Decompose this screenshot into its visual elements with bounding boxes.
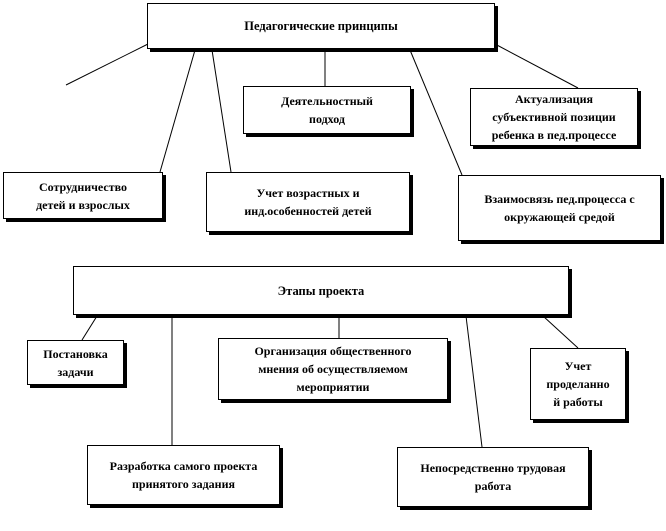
connector-task <box>81 315 98 341</box>
project-development-label: Разработка самого проекта принятого зада… <box>109 459 258 491</box>
age-features-label: Учет возрастных и инд.особенностей детей <box>244 186 372 218</box>
age-features-box: Учет возрастных и инд.особенностей детей <box>206 172 410 232</box>
principles-root-box: Педагогические принципы <box>147 3 495 49</box>
project-stages-root-box: Этапы проекта <box>73 266 569 315</box>
cooperation-label: Сотрудничество детей и взрослых <box>36 179 130 212</box>
task-setting-label: Постановка задачи <box>43 346 108 379</box>
connector-cooperation <box>159 49 196 173</box>
labor-work-box: Непосредственно трудовая работа <box>397 447 589 507</box>
connector-left-stub <box>65 43 149 86</box>
project-development-box: Разработка самого проекта принятого зада… <box>87 445 280 505</box>
task-setting-box: Постановка задачи <box>27 340 124 385</box>
connector-environment <box>409 49 463 176</box>
environment-box: Взаимосвязь пед.процесса с окружающей ср… <box>458 175 661 241</box>
connector-accounting <box>542 315 579 349</box>
environment-label: Взаимосвязь пед.процесса с окружающей ср… <box>484 192 635 224</box>
work-accounting-label: Учет проделанно й работы <box>546 359 610 409</box>
connector-labor <box>465 315 483 448</box>
connector-subjective <box>494 43 579 89</box>
principles-root-label: Педагогические принципы <box>244 19 398 33</box>
cooperation-box: Сотрудничество детей и взрослых <box>3 172 163 219</box>
project-stages-root-label: Этапы проекта <box>277 283 365 298</box>
connector-age <box>211 49 232 173</box>
subjective-position-label: Актуализация субъективной позиции ребенк… <box>491 92 617 142</box>
work-accounting-box: Учет проделанно й работы <box>530 348 626 420</box>
public-opinion-label: Организация общественного мнения об осущ… <box>254 344 412 394</box>
activity-approach-label: Деятельностный подход <box>281 94 373 126</box>
public-opinion-box: Организация общественного мнения об осущ… <box>218 338 448 400</box>
subjective-position-box: Актуализация субъективной позиции ребенк… <box>470 88 638 146</box>
activity-approach-box: Деятельностный подход <box>243 86 411 134</box>
labor-work-label: Непосредственно трудовая работа <box>420 461 566 493</box>
